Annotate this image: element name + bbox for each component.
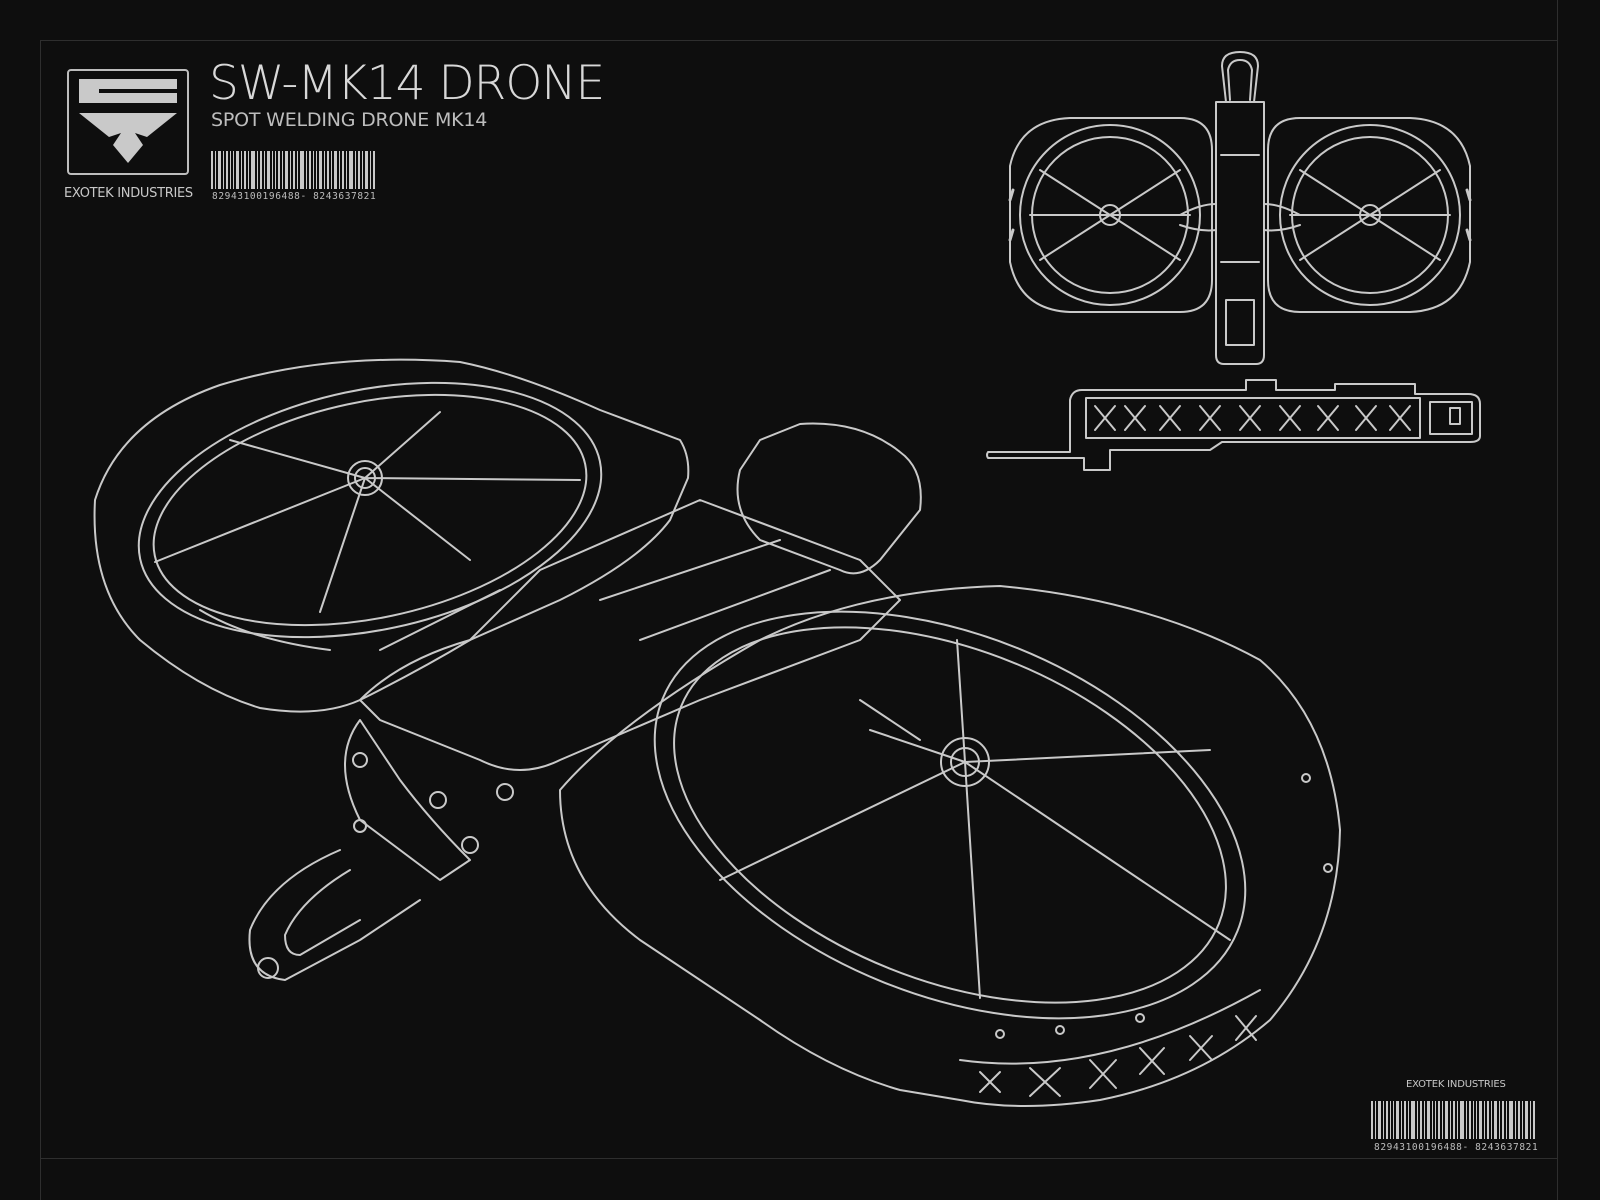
frame-line-top [40,40,1558,41]
barcode-number-bottom: 82943100196488- 8243637821 [1374,1142,1539,1153]
company-name-bottom: EXOTEK INDUSTRIES [1406,1079,1506,1090]
barcode-icon [1371,1101,1535,1139]
frame-line-left [40,40,41,1200]
page-title: SW-MK14 DRONE [209,56,605,111]
frame-line-right [1557,0,1558,1200]
frame-line-bottom [40,1158,1558,1159]
page-subtitle: SPOT WELDING DRONE MK14 [211,109,488,131]
drone-top-view [1010,52,1470,364]
barcode-number-top: 82943100196488- 8243637821 [212,191,377,202]
barcode-icon [211,151,375,189]
company-name-top: EXOTEK INDUSTRIES [64,186,193,201]
drone-perspective-view [95,344,1340,1106]
exotek-logo-icon [67,69,189,175]
drone-side-view [987,380,1480,470]
